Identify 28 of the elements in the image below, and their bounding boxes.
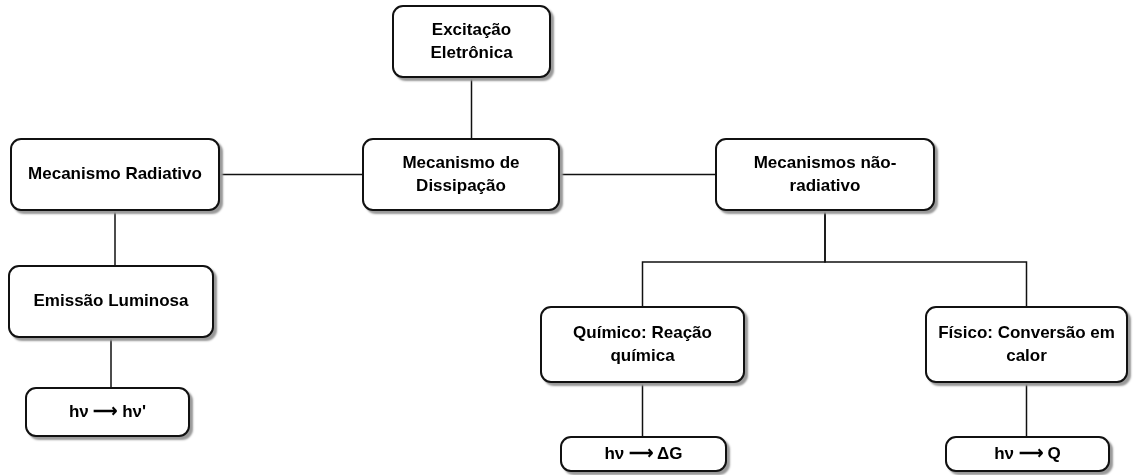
connector-line: [559, 173, 716, 176]
formula-text: hν ⟶ Q: [994, 442, 1061, 465]
formula-text: hν ⟶ hν': [68, 400, 147, 423]
formula-box: [560, 436, 727, 472]
connector-line: [110, 337, 112, 388]
node-label: Mecanismo de Dissipação: [401, 152, 521, 197]
node-label: Químico: Reação química: [572, 322, 713, 367]
node-label: Excitação Eletrônica: [429, 19, 514, 64]
process-box: [392, 5, 551, 78]
node-label: Físico: Conversão em calor: [937, 322, 1116, 367]
connector-line: [219, 173, 363, 176]
process-box: [540, 306, 745, 383]
process-box: [715, 138, 935, 211]
process-box: [10, 138, 220, 211]
node-label: Emissão Luminosa: [33, 290, 189, 313]
connector-line: [824, 210, 1028, 307]
node-label: Mecanismo Radiativo: [28, 163, 202, 186]
process-box: [362, 138, 560, 211]
process-box: [925, 306, 1128, 383]
connector-line: [1025, 382, 1028, 437]
connector-line: [470, 77, 473, 139]
formula-box: [945, 436, 1110, 472]
connector-line: [114, 210, 116, 266]
process-box: [8, 265, 214, 338]
node-label: Mecanismos não-radiativo: [752, 152, 898, 197]
formula-text: hν ⟶ ΔG: [604, 442, 683, 465]
connector-line: [641, 382, 644, 437]
formula-box: [25, 387, 190, 437]
